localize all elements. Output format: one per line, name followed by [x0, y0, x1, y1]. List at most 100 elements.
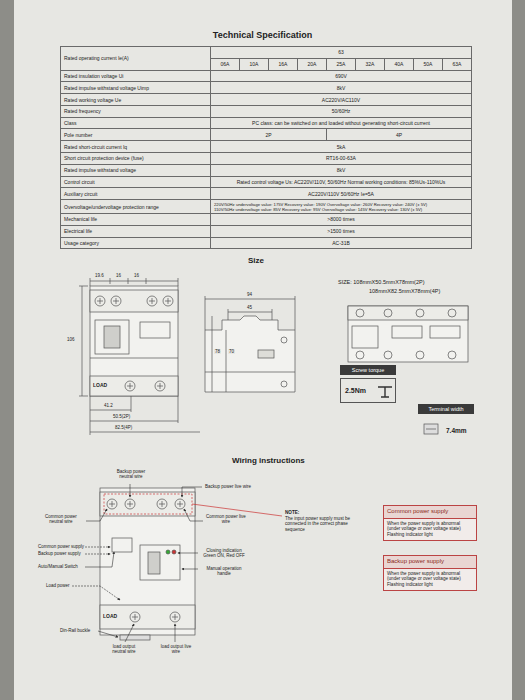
note-box: NOTE:The input power supply must be conn… — [283, 508, 371, 534]
table-cell-text: 16A — [272, 61, 294, 67]
box-body: When the power supply is abnormal (under… — [384, 519, 476, 540]
table-cell-text: 4P — [330, 132, 468, 138]
sheet-label: SIZE: 108mmX50.5mmX78mm(2P) — [338, 279, 425, 285]
sheet-label: 19.6 — [94, 273, 105, 278]
spec-cell: Usage category — [61, 237, 211, 249]
table-cell-text: AC-31B — [214, 240, 468, 246]
table-cell-text: Rated operating current Ie(A) — [64, 55, 207, 61]
spec-row: Overvoltage/undervoltage protection rang… — [61, 200, 472, 214]
spec-cell: Class — [61, 117, 211, 129]
spec-cell: 4P — [327, 129, 472, 141]
spec-cell: 16A — [269, 58, 298, 70]
sheet-label: 106 — [66, 337, 76, 342]
sheet-label: LOAD — [103, 614, 117, 620]
table-cell-text: Rated insulation voltage Ui — [64, 73, 207, 79]
spec-cell: 690V — [211, 70, 472, 82]
table-cell-text: 25A — [330, 61, 352, 67]
spec-cell: 63A — [443, 58, 472, 70]
spec-cell: Mechanical life — [61, 214, 211, 226]
spec-cell: 50A — [414, 58, 443, 70]
spec-cell: 25A — [327, 58, 356, 70]
table-cell-text: 2P — [214, 132, 323, 138]
spec-cell: Pole number — [61, 129, 211, 141]
spec-cell: >1500 times — [211, 225, 472, 237]
box-heading: Screw torque — [343, 367, 393, 373]
sheet-label: Closing indication Green ON, Red OFF — [200, 548, 248, 558]
sheet-label: Wiring instructions — [232, 456, 305, 465]
sheet-label: Manual operation handle — [200, 566, 248, 576]
table-cell-text: 20A — [301, 61, 323, 67]
table-cell-text: Rated short-circuit current Iq — [64, 144, 207, 150]
table-cell-text: PC class: can be switched on and loaded … — [214, 120, 468, 126]
table-cell-text: Electrical life — [64, 228, 207, 234]
spec-table: Rated operating current Ie(A)6306A10A16A… — [60, 46, 472, 249]
spec-cell: 40A — [385, 58, 414, 70]
spec-row: Usage category AC-31B — [61, 237, 472, 249]
table-cell-text: Control circuit — [64, 179, 207, 185]
table-cell-text: Rated working voltage Ue — [64, 97, 207, 103]
sheet-label: load output neutral wire — [106, 644, 142, 654]
spec-cell: Rated impulse withstand voltage Uimp — [61, 82, 211, 94]
table-cell-text: Usage category — [64, 240, 207, 246]
table-cell-text: 220V/50Hz undervoltage value: 175V Recov… — [214, 202, 468, 207]
sheet-label: Din-Rail buckle — [60, 628, 90, 633]
value-column — [414, 47, 443, 249]
box-body: When the power supply is abnormal (under… — [384, 569, 476, 590]
table-cell-text: Pole number — [64, 132, 207, 138]
spec-cell: Auxiliary circuit — [61, 188, 211, 200]
value-column — [211, 47, 240, 249]
spec-row: Electrical life >1500 times — [61, 225, 472, 237]
spec-cell: Rated operating current Ie(A) — [61, 47, 211, 71]
spec-cell: Short circuit protection device (fuse) — [61, 153, 211, 165]
spec-cell: Rated insulation voltage Ui — [61, 70, 211, 82]
spec-row: Rated operating current Ie(A) 63 — [61, 47, 472, 59]
supply-box: Backup power supplyWhen the power supply… — [383, 555, 477, 591]
spec-cell: 20A — [298, 58, 327, 70]
sheet-label: 16 — [133, 273, 140, 278]
spec-cell: AC220V/AC110V — [211, 94, 472, 106]
value-column — [298, 47, 327, 249]
spec-row: Pole number 2P 4P — [61, 129, 472, 141]
table-cell-text: Mechanical life — [64, 216, 207, 222]
table-cell-text: AC220V/110V 50/60Hz Ie=5A — [214, 191, 468, 197]
spec-cell: PC class: can be switched on and loaded … — [211, 117, 472, 129]
spec-cell: Electrical life — [61, 225, 211, 237]
sheet-label: Backup power supply — [38, 551, 81, 556]
table-cell-text: 5kA — [214, 144, 468, 150]
table-cell-text: 06A — [214, 61, 236, 67]
table-cell-text: 40A — [388, 61, 410, 67]
spec-row: Rated impulse withstand voltage Uimp8kV — [61, 82, 472, 94]
spec-row: Short circuit protection device (fuse)RT… — [61, 153, 472, 165]
spec-row: Rated working voltage Ue AC220V/AC110V — [61, 94, 472, 106]
sheet-label: 78 — [214, 349, 221, 354]
table-cell-text: 32A — [359, 61, 381, 67]
box-heading: Backup power supply — [384, 556, 476, 569]
spec-cell: Overvoltage/undervoltage protection rang… — [61, 200, 211, 214]
sheet-label: Backup power live wire — [205, 484, 251, 489]
table-cell-text: Short circuit protection device (fuse) — [64, 155, 207, 161]
spec-cell: AC-31B — [211, 237, 472, 249]
table-cell-text: Auxiliary circuit — [64, 191, 207, 197]
box-heading: NOTE: — [285, 510, 369, 516]
spec-row: Auxiliary circuit AC220V/110V 50/60Hz Ie=… — [61, 188, 472, 200]
spec-cell: 32A — [356, 58, 385, 70]
sheet-label: 7.4mm — [446, 427, 467, 434]
sheet-label: LOAD — [93, 383, 107, 389]
spec-cell: Control circuit — [61, 176, 211, 188]
page-title: Technical Specification — [0, 30, 525, 40]
spec-cell: 2P — [211, 129, 327, 141]
spec-row: Rated impulse withstand voltage8kV — [61, 164, 472, 176]
table-cell-text: 50/60Hz — [214, 108, 468, 114]
sheet-label: 50.5(2P) — [112, 414, 131, 419]
spec-cell: 06A — [211, 58, 240, 70]
spec-body: Rated operating current Ie(A)6306A10A16A… — [61, 47, 472, 249]
value-column — [443, 47, 472, 249]
table-cell-text: Rated frequency — [64, 108, 207, 114]
value-column — [240, 47, 269, 249]
table-cell-text: 63 — [214, 49, 468, 55]
spec-cell: AC220V/110V 50/60Hz Ie=5A — [211, 188, 472, 200]
box-heading: 2.5Nm — [345, 387, 391, 394]
sheet-label: Common power supply — [38, 544, 84, 549]
value-column — [385, 47, 414, 249]
spec-cell: 5kA — [211, 141, 472, 153]
